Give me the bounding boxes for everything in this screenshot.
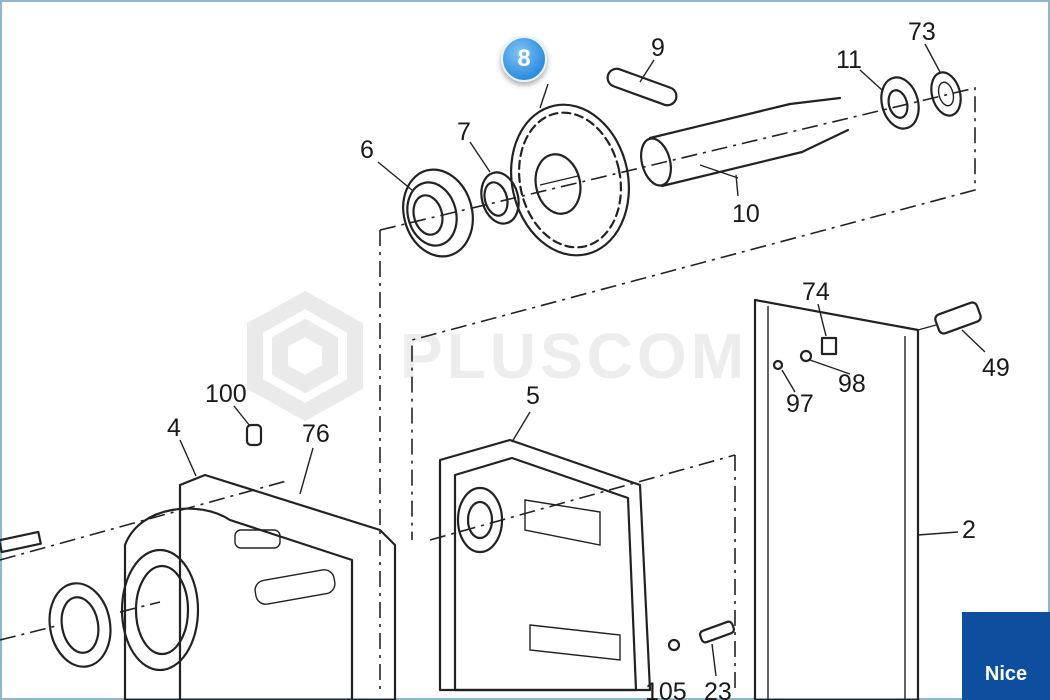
label-98: 98: [838, 370, 866, 398]
part-73-washer: [930, 71, 962, 117]
label-4: 4: [167, 414, 181, 442]
part-8-gear: [510, 103, 630, 257]
label-49: 49: [982, 354, 1010, 382]
label-9: 9: [651, 34, 665, 62]
part-49-screw: [917, 301, 982, 335]
small-fasteners: [667, 336, 838, 652]
part-labels: 6 7 9 10 11 73 74 49 98 97 5 100 4 76 2 …: [167, 18, 1010, 700]
part-9-pin: [606, 67, 678, 107]
label-73: 73: [908, 18, 936, 46]
part-7-ring: [480, 171, 520, 225]
label-2: 2: [962, 516, 976, 544]
seal-ring: [48, 582, 112, 668]
brand-logo: Nice: [962, 612, 1050, 700]
label-11: 11: [836, 46, 862, 74]
label-6: 6: [360, 136, 374, 164]
part-6-bearing: [402, 168, 474, 258]
part-2-cover-plate: [753, 298, 920, 700]
watermark-text: PLUSCOM: [400, 320, 748, 392]
label-100: 100: [205, 380, 247, 408]
label-23: 23: [704, 678, 732, 700]
assembly-guide-lines: [0, 86, 976, 690]
label-10: 10: [732, 200, 760, 228]
label-76: 76: [302, 420, 330, 448]
label-74: 74: [802, 278, 830, 306]
label-5: 5: [526, 382, 540, 410]
part-100-pin: [245, 423, 263, 447]
part-4-gearbox-body: [120, 473, 397, 700]
part-8-highlight-badge[interactable]: 8: [501, 36, 547, 82]
left-bolt: [0, 530, 42, 554]
part-5-housing: [438, 438, 652, 692]
watermark-logo: [247, 290, 363, 422]
leader-lines: [179, 43, 986, 677]
part-11-bearing: [880, 76, 920, 130]
label-97: 97: [786, 390, 814, 418]
part-10-shaft: [640, 96, 850, 188]
label-7: 7: [457, 118, 471, 146]
label-105: 105: [645, 678, 687, 700]
